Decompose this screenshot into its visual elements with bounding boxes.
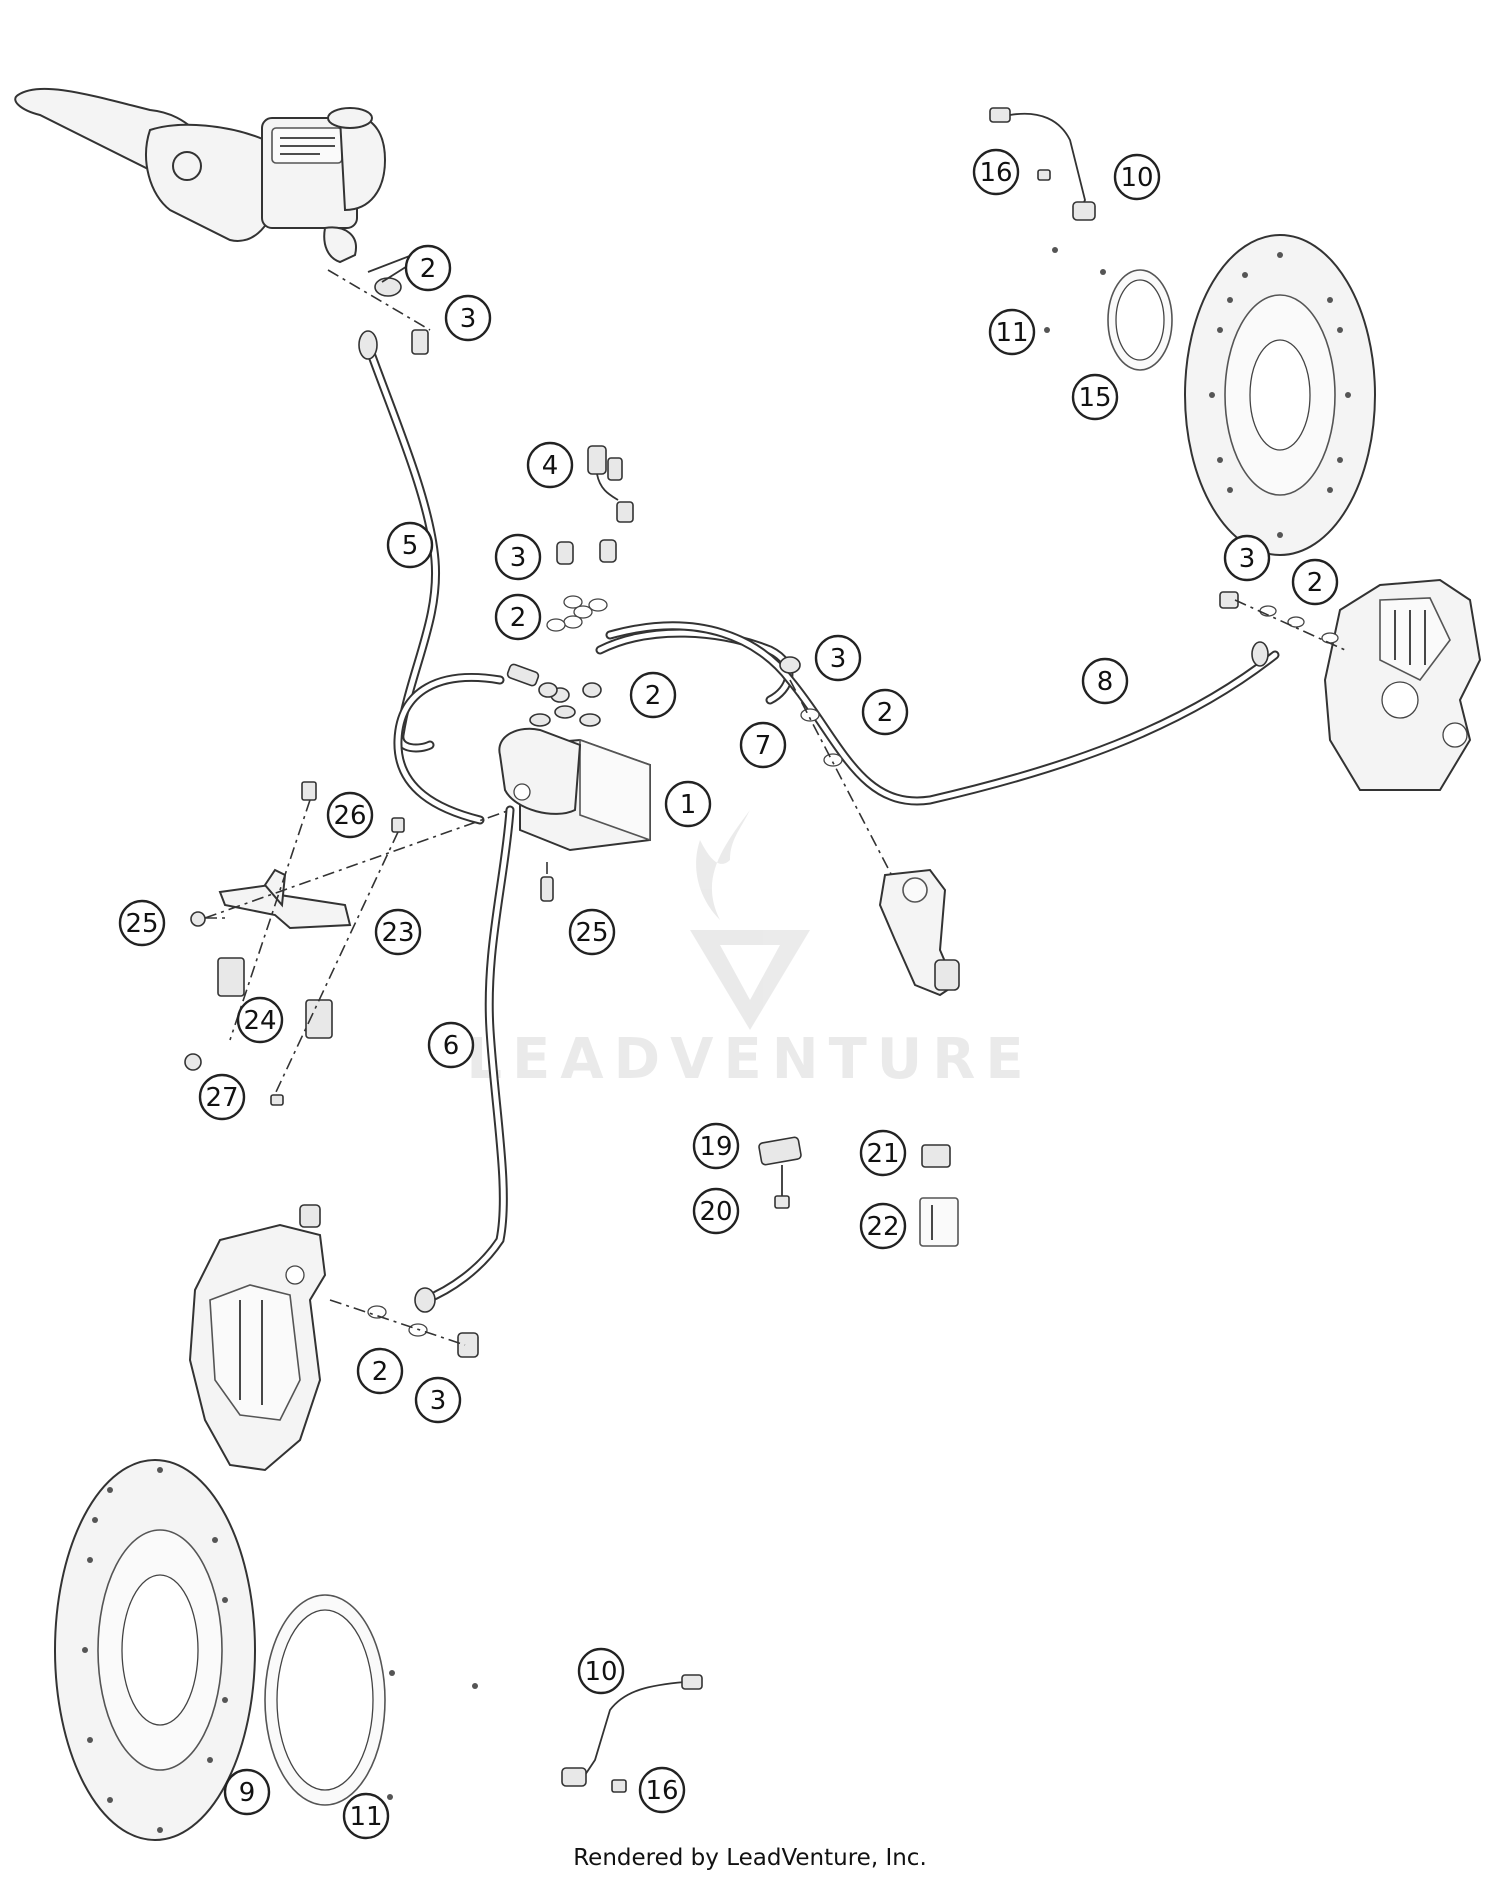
svg-text:5: 5 bbox=[402, 531, 419, 561]
svg-text:3: 3 bbox=[830, 644, 847, 674]
callout-20: 20 bbox=[692, 1187, 740, 1235]
svg-text:8: 8 bbox=[1097, 667, 1114, 697]
front-master-cylinder bbox=[14, 87, 431, 360]
svg-text:16: 16 bbox=[979, 158, 1012, 188]
callout-23: 23 bbox=[374, 908, 422, 956]
callout-26: 26 bbox=[326, 791, 374, 839]
svg-text:11: 11 bbox=[349, 1802, 382, 1832]
pressure-sensor-group bbox=[546, 445, 634, 632]
callout-10-rear: 10 bbox=[1113, 153, 1161, 201]
rear-sensor-ring bbox=[989, 107, 1173, 371]
svg-text:2: 2 bbox=[645, 681, 662, 711]
front-sensor-ring bbox=[264, 1594, 703, 1806]
svg-text:2: 2 bbox=[510, 603, 527, 633]
watermark: LEADVENTURE bbox=[466, 810, 1033, 1092]
svg-text:3: 3 bbox=[430, 1386, 447, 1416]
svg-text:19: 19 bbox=[699, 1132, 732, 1162]
callout-27: 27 bbox=[198, 1073, 246, 1121]
callout-3-rear-caliper: 3 bbox=[1223, 534, 1271, 582]
footer-credit: Rendered by LeadVenture, Inc. bbox=[573, 1845, 927, 1871]
watermark-v-icon bbox=[690, 930, 810, 1030]
callout-6: 6 bbox=[427, 1021, 475, 1069]
svg-text:25: 25 bbox=[125, 909, 158, 939]
callout-25-abs: 25 bbox=[568, 908, 616, 956]
rear-brake-caliper bbox=[1219, 578, 1482, 791]
watermark-flame-icon bbox=[696, 810, 750, 920]
svg-text:23: 23 bbox=[381, 918, 414, 948]
callout-3-front-master: 3 bbox=[444, 294, 492, 342]
svg-text:27: 27 bbox=[205, 1083, 238, 1113]
brake-hoses bbox=[363, 340, 1280, 1305]
svg-text:4: 4 bbox=[542, 451, 559, 481]
svg-text:2: 2 bbox=[420, 254, 437, 284]
callout-3-front-caliper: 3 bbox=[414, 1376, 462, 1424]
callout-15: 15 bbox=[1071, 373, 1119, 421]
svg-text:15: 15 bbox=[1078, 383, 1111, 413]
callout-22: 22 bbox=[859, 1202, 907, 1250]
svg-text:1: 1 bbox=[680, 790, 697, 820]
callout-9: 9 bbox=[223, 1768, 271, 1816]
callout-5: 5 bbox=[386, 521, 434, 569]
callout-16-rear: 16 bbox=[972, 148, 1020, 196]
callout-11-front: 11 bbox=[342, 1792, 390, 1840]
svg-text:3: 3 bbox=[510, 543, 527, 573]
abs-control-unit bbox=[498, 663, 651, 902]
svg-text:3: 3 bbox=[460, 304, 477, 334]
watermark-text: LEADVENTURE bbox=[466, 1027, 1033, 1092]
svg-text:7: 7 bbox=[755, 731, 772, 761]
svg-text:21: 21 bbox=[866, 1139, 899, 1169]
callout-3-abs-top: 3 bbox=[494, 533, 542, 581]
svg-text:2: 2 bbox=[877, 698, 894, 728]
svg-text:9: 9 bbox=[239, 1778, 256, 1808]
svg-text:16: 16 bbox=[645, 1776, 678, 1806]
rear-master-cylinder bbox=[779, 656, 960, 997]
callout-19: 19 bbox=[692, 1122, 740, 1170]
svg-text:6: 6 bbox=[443, 1031, 460, 1061]
callout-2-rear-master: 2 bbox=[861, 688, 909, 736]
svg-text:26: 26 bbox=[333, 801, 366, 831]
front-brake-disc bbox=[54, 1459, 256, 1841]
callout-2-abs-side: 2 bbox=[629, 671, 677, 719]
callout-2-front-caliper: 2 bbox=[356, 1347, 404, 1395]
callout-21: 21 bbox=[859, 1129, 907, 1177]
callout-10-front: 10 bbox=[577, 1647, 625, 1695]
svg-text:10: 10 bbox=[584, 1657, 617, 1687]
front-brake-caliper bbox=[188, 1204, 479, 1472]
svg-text:10: 10 bbox=[1120, 163, 1153, 193]
mounting-bracket bbox=[184, 781, 511, 1106]
callout-4: 4 bbox=[526, 441, 574, 489]
callout-2-abs-top: 2 bbox=[494, 593, 542, 641]
svg-text:24: 24 bbox=[243, 1006, 276, 1036]
svg-text:11: 11 bbox=[995, 318, 1028, 348]
callout-25-bracket: 25 bbox=[118, 899, 166, 947]
svg-text:22: 22 bbox=[866, 1212, 899, 1242]
rear-brake-disc bbox=[1184, 234, 1376, 556]
callout-8: 8 bbox=[1081, 657, 1129, 705]
small-parts-group bbox=[758, 1136, 959, 1247]
svg-text:3: 3 bbox=[1239, 544, 1256, 574]
callout-7: 7 bbox=[739, 721, 787, 769]
svg-text:2: 2 bbox=[372, 1357, 389, 1387]
callout-16-front: 16 bbox=[638, 1766, 686, 1814]
svg-text:2: 2 bbox=[1307, 568, 1324, 598]
callout-3-rear-master: 3 bbox=[814, 634, 862, 682]
callout-2-front-master: 2 bbox=[404, 244, 452, 292]
callout-24: 24 bbox=[236, 996, 284, 1044]
part-callouts: 2 3 4 5 3 2 2 3 2 7 8 3 2 1 16 10 11 15 … bbox=[118, 148, 1339, 1840]
callout-11-rear: 11 bbox=[988, 308, 1036, 356]
svg-text:25: 25 bbox=[575, 918, 608, 948]
svg-text:20: 20 bbox=[699, 1197, 732, 1227]
callout-2-rear-caliper: 2 bbox=[1291, 558, 1339, 606]
callout-1: 1 bbox=[664, 780, 712, 828]
